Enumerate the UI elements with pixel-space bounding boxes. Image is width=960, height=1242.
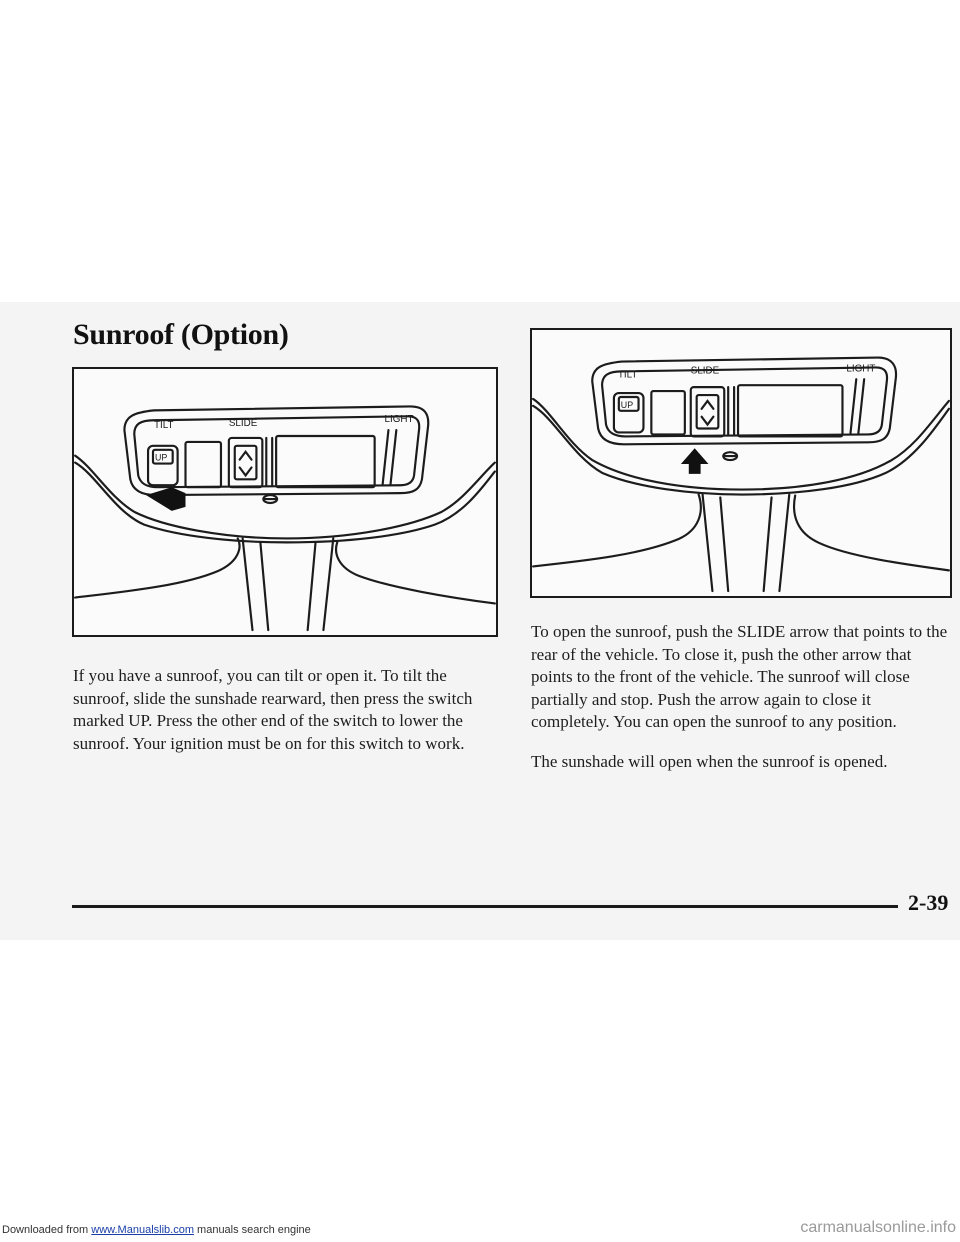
light-label: LIGHT (385, 414, 414, 425)
footer-suffix: manuals search engine (193, 1224, 311, 1236)
tilt-label: TILT (618, 369, 638, 380)
sunroof-slide-switch-illustration: TILT SLIDE LIGHT UP (530, 328, 952, 598)
overhead-console-drawing: TILT SLIDE LIGHT UP (532, 356, 950, 593)
section-title: Sunroof (Option) (73, 318, 289, 351)
watermark-text: carmanualsonline.info (800, 1219, 956, 1236)
tilt-instructions-paragraph: If you have a sunroof, you can tilt or o… (73, 666, 473, 753)
light-label: LIGHT (846, 363, 875, 374)
slide-instructions-paragraph: To open the sunroof, push the SLIDE arro… (531, 622, 948, 731)
sunshade-note-paragraph: The sunshade will open when the sunroof … (531, 752, 888, 771)
download-footer: Downloaded from www.Manualslib.com manua… (2, 1224, 311, 1236)
sunroof-tilt-switch-illustration: TILT SLIDE LIGHT UP (72, 367, 498, 637)
up-label: UP (155, 453, 167, 463)
slide-label: SLIDE (229, 418, 258, 429)
pointer-arrow-icon (146, 487, 186, 511)
slide-label: SLIDE (691, 365, 720, 376)
page-number: 2-39 (908, 890, 949, 915)
overhead-console-drawing: TILT SLIDE LIGHT UP (74, 405, 496, 632)
up-label: UP (621, 400, 633, 410)
manualslib-link[interactable]: www.Manualslib.com (91, 1224, 194, 1236)
tilt-label: TILT (154, 420, 174, 431)
pointer-arrow-icon (680, 448, 709, 474)
footer-rule (72, 905, 898, 908)
footer-prefix: Downloaded from (2, 1224, 92, 1236)
